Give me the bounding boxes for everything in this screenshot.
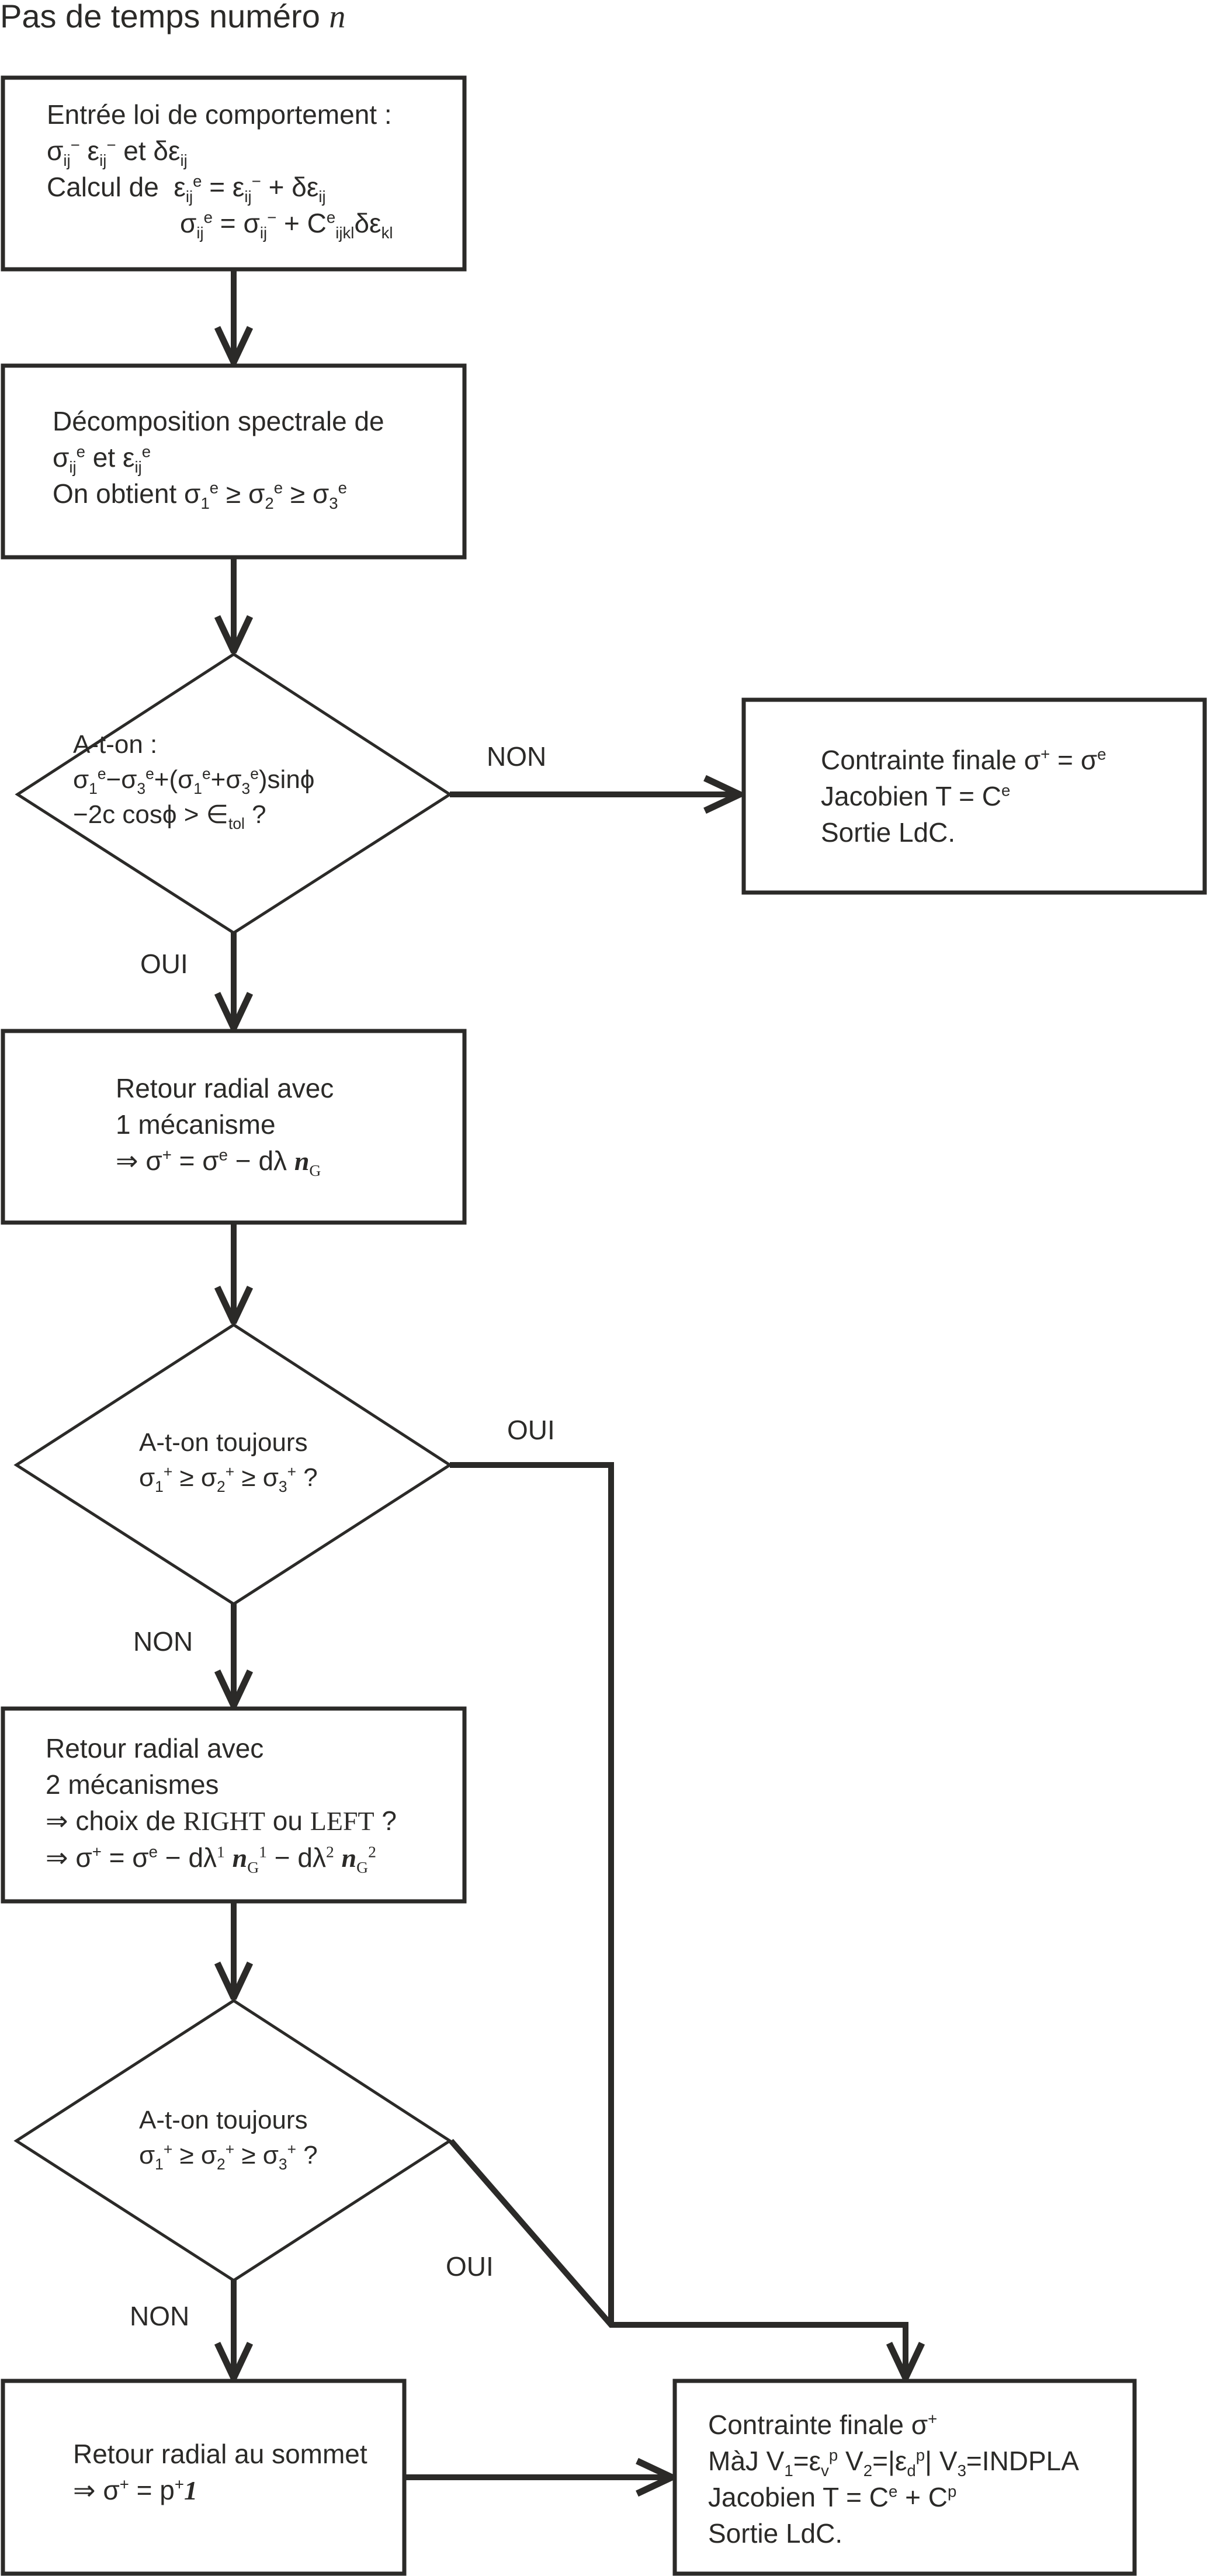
decision-1-yes-label: OUI — [140, 949, 188, 979]
decision-1-text: A-t-on : σ1e−σ3e+(σ1e+σ3e)sinϕ −2c cosϕ … — [73, 727, 314, 832]
input-box — [1, 75, 467, 272]
return-2-line-1: Retour radial avec — [46, 1733, 264, 1763]
plastic-exit-text: Contrainte finale σ+ MàJ V1=εvp V2=|εdp|… — [708, 2407, 1079, 2551]
title-variable: n — [329, 0, 346, 35]
decision-2-line-2: σ1+ ≥ σ2+ ≥ σ3+ ? — [139, 1463, 318, 1495]
elastic-exit-line-1: Contrainte finale σ+ = σe — [821, 745, 1107, 775]
decision-3-text: A-t-on toujours σ1+ ≥ σ2+ ≥ σ3+ ? — [139, 2103, 318, 2173]
decision-1-no-label: NON — [487, 741, 547, 772]
return-1-line-2: 1 mécanisme — [116, 1109, 276, 1140]
diagram-title: Pas de temps numéro n — [0, 0, 345, 36]
return-2-text: Retour radial avec 2 mécanismes ⇒ choix … — [46, 1730, 397, 1876]
apex-line-2: ⇒ σ+ = p+1 — [73, 2475, 197, 2505]
spectral-box-line-1: Décomposition spectrale de — [53, 406, 384, 436]
decision-3-no-label: NON — [130, 2301, 190, 2331]
plastic-exit-line-2: MàJ V1=εvp V2=|εdp| V3=INDPLA — [708, 2446, 1079, 2480]
decision-3-line-2: σ1+ ≥ σ2+ ≥ σ3+ ? — [139, 2140, 318, 2173]
spectral-box-line-2: σije et εije — [53, 442, 151, 477]
plastic-exit-line-4: Sortie LdC. — [708, 2518, 843, 2549]
return-2-line-3: ⇒ choix de RIGHT ou LEFT ? — [46, 1806, 397, 1836]
decision-3-line-1: A-t-on toujours — [139, 2106, 308, 2134]
elastic-exit-text: Contrainte finale σ+ = σe Jacobien T = C… — [821, 742, 1106, 850]
elastic-exit-line-3: Sortie LdC. — [821, 817, 956, 848]
apex-line-1: Retour radial au sommet — [73, 2439, 367, 2469]
decision-2-text: A-t-on toujours σ1+ ≥ σ2+ ≥ σ3+ ? — [139, 1425, 318, 1495]
input-box-line-4: σije = σij− + Ceijklδεkl — [180, 208, 393, 242]
input-box-line-1: Entrée loi de comportement : — [47, 99, 392, 130]
plastic-exit-line-1: Contrainte finale σ+ — [708, 2410, 938, 2440]
return-2-line-4: ⇒ σ+ = σe − dλ1 nG1 − dλ2 nG2 — [46, 1842, 376, 1877]
title-text: Pas de temps numéro — [0, 0, 320, 34]
input-box-line-2: σij− εij− et δεij — [47, 136, 188, 170]
edge-decision-2-yes — [450, 1462, 614, 2325]
input-box-line-3: Calcul de εije = εij− + δεij — [47, 172, 326, 206]
decision-1-line-2: σ1e−σ3e+(σ1e+σ3e)sinϕ — [73, 765, 315, 797]
decision-3-yes-label: OUI — [446, 2251, 494, 2282]
apex-text: Retour radial au sommet ⇒ σ+ = p+1 — [73, 2436, 367, 2509]
spectral-box-text: Décomposition spectrale de σije et εije … — [53, 403, 384, 512]
decision-1-line-3: −2c cosϕ > ∈tol ? — [73, 800, 266, 832]
plastic-exit-line-3: Jacobien T = Ce + Cp — [708, 2482, 957, 2512]
edge-decision-3-yes — [449, 2138, 906, 2378]
input-box-text: Entrée loi de comportement : σij− εij− e… — [47, 96, 393, 241]
spectral-box-line-3: On obtient σ1e ≥ σ2e ≥ σ3e — [53, 478, 347, 513]
decision-2-yes-label: OUI — [507, 1415, 555, 1445]
return-1-line-1: Retour radial avec — [116, 1073, 334, 1103]
return-1-box — [1, 1029, 467, 1225]
decision-2-line-1: A-t-on toujours — [139, 1428, 308, 1457]
return-2-line-2: 2 mécanismes — [46, 1769, 219, 1800]
decision-2-no-label: NON — [133, 1626, 193, 1657]
spectral-box — [1, 363, 467, 560]
decision-1-line-1: A-t-on : — [73, 730, 158, 759]
apex-box — [1, 2379, 407, 2576]
elastic-exit-line-2: Jacobien T = Ce — [821, 781, 1011, 811]
elastic-exit-box — [741, 697, 1207, 895]
plastic-exit-box — [672, 2379, 1137, 2576]
return-1-line-3: ⇒ σ+ = σe − dλ nG — [116, 1145, 321, 1180]
return-2-box — [1, 1706, 467, 1904]
return-1-text: Retour radial avec 1 mécanisme ⇒ σ+ = σe… — [116, 1070, 334, 1179]
